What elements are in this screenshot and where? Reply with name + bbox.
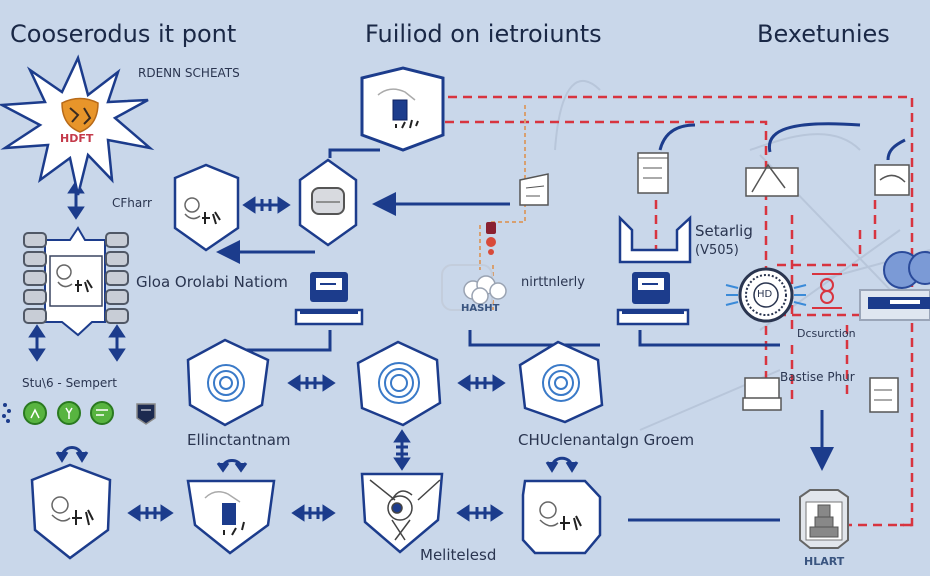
nirttnlerly-label: nirttnlerly [521, 275, 585, 290]
sketch-figure-icon [51, 496, 94, 526]
green-badges [2, 401, 156, 425]
bastise-phur-label: Bastise Phur [780, 370, 855, 384]
sketch-figure-icon [184, 197, 221, 225]
tray-node[interactable] [618, 214, 692, 264]
printer-icon [742, 377, 782, 411]
cfharr-label: CFharr [112, 196, 152, 210]
cloud-server-node[interactable] [859, 251, 930, 321]
heading-right: Bexetunies [757, 20, 890, 48]
run-icon[interactable] [23, 401, 47, 425]
tower-icon [809, 504, 839, 538]
double-arrow-h [287, 374, 336, 392]
list-icon[interactable] [90, 401, 114, 425]
chart-document-icon [745, 163, 799, 197]
rdenn-scheats-label: RDENN SCHEATS [138, 66, 240, 80]
stack-semport-label: Stu\6 - Sempert [22, 376, 117, 390]
seal-node[interactable] [725, 267, 807, 323]
hex-spiral-3-node[interactable] [518, 340, 604, 424]
tower-badge-node[interactable] [799, 489, 849, 549]
hlart-label: HLART [804, 555, 845, 568]
alarm-icon [486, 222, 496, 255]
hex-drive-node[interactable] [298, 158, 358, 247]
spiral-icon [378, 362, 420, 404]
double-arrow-v [108, 324, 126, 362]
gloa-orolabi-label: Gloa Orolabi Natiom [136, 273, 288, 291]
double-arrow-h [457, 374, 506, 392]
setarlig-sub-label: (V505) [695, 243, 739, 258]
melitelesd-label: Melitelesd [420, 546, 497, 564]
document-icon [519, 173, 549, 206]
spiral-icon [207, 364, 245, 402]
heading-left: Cooserodus it pont [10, 20, 237, 48]
starburst-node[interactable] [0, 54, 155, 196]
double-arrow-h [291, 504, 336, 522]
shield-bottom-2-node[interactable] [186, 479, 276, 555]
dcsurction-label: Dcsurction [797, 327, 856, 340]
dots-icon [2, 403, 11, 423]
ellinctantnam-label: Ellinctantnam [187, 431, 291, 449]
heading-center: Fuiliod on ietroiunts [365, 20, 602, 48]
cycle-arrows [55, 446, 579, 473]
setarlig-label: Setarlig [695, 222, 753, 240]
chuclenantalgn-label: CHUclenantalgn Groem [518, 431, 695, 449]
film-server-node[interactable] [23, 226, 129, 337]
sketch-figure-icon [539, 501, 582, 531]
document-icon [869, 377, 899, 413]
dark-shield-icon [136, 403, 156, 425]
burst-badge-label: HDFT [60, 132, 94, 145]
cloud-badge-label: HASHT [461, 303, 500, 314]
bulb-icon[interactable] [57, 401, 81, 425]
document-icon [874, 164, 910, 196]
cloud-hasht-node[interactable] [441, 222, 507, 311]
octagon-bottom-node[interactable] [521, 479, 602, 555]
cloud-icon [463, 275, 507, 305]
monitor-center-node[interactable] [616, 272, 690, 326]
hard-drive-icon [311, 187, 345, 215]
double-arrow-v [28, 324, 46, 362]
shield-bottom-1-node[interactable] [30, 463, 112, 560]
double-arrow-h [456, 504, 504, 522]
sketch-figure-icon [56, 264, 93, 293]
seal-text: HD [757, 289, 773, 300]
hex-figure-top-node[interactable] [173, 163, 240, 252]
hex-spiral-2-node[interactable] [356, 340, 442, 427]
double-arrow-v [393, 429, 411, 471]
monitor-left-node[interactable] [294, 272, 364, 326]
device-sketch-icon [377, 88, 419, 129]
double-arrows [28, 180, 506, 522]
sketch-knot-icon [369, 479, 441, 541]
spiral-icon [542, 364, 580, 402]
document-icon [637, 152, 669, 194]
double-arrow-h [127, 504, 174, 522]
hex-spiral-1-node[interactable] [186, 338, 270, 427]
shield-badge-icon [61, 97, 99, 133]
double-arrow-h [242, 196, 291, 214]
device-sketch-icon [204, 491, 245, 536]
hex-device-top-node[interactable] [360, 66, 445, 152]
link-icon [812, 273, 842, 309]
shield-bottom-3-node[interactable] [360, 472, 444, 554]
